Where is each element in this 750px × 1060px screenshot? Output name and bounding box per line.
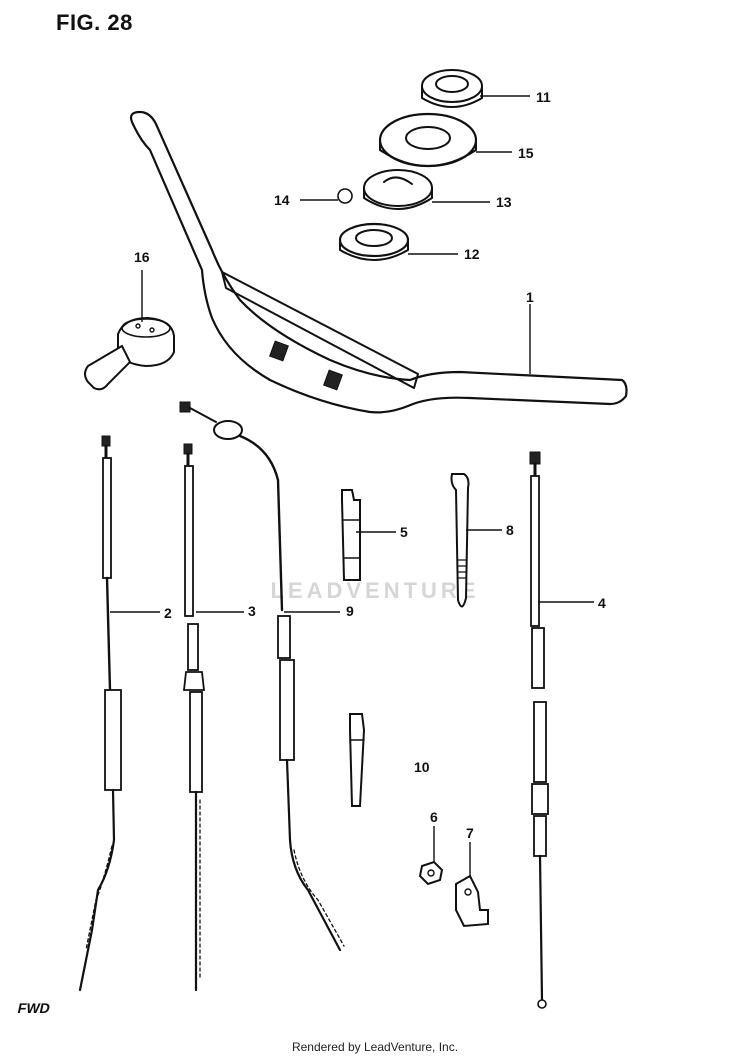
part-label-5: 5: [400, 524, 408, 540]
part-label-10: 10: [414, 759, 430, 775]
part-label-16: 16: [134, 249, 150, 265]
part-label-13: 13: [496, 194, 512, 210]
cable-2[interactable]: [78, 435, 122, 992]
cable-3[interactable]: [182, 443, 206, 992]
part-label-15: 15: [518, 145, 534, 161]
part-label-7: 7: [466, 825, 474, 841]
figure-title: FIG. 28: [56, 10, 133, 35]
clamp-10[interactable]: [349, 713, 366, 807]
race-12[interactable]: [338, 222, 410, 261]
nut-6[interactable]: [418, 860, 444, 886]
ball-14[interactable]: [337, 188, 353, 204]
part-label-14: 14: [274, 192, 290, 208]
part-label-12: 12: [464, 246, 480, 262]
bracket-7[interactable]: [455, 874, 489, 928]
part-label-1: 1: [526, 289, 534, 305]
ring-13[interactable]: [363, 169, 433, 210]
nut-11[interactable]: [421, 69, 483, 108]
part-label-11: 11: [536, 89, 551, 105]
rod-8[interactable]: [450, 473, 470, 608]
throttle-grip-16[interactable]: [84, 316, 175, 391]
washer-15[interactable]: [378, 112, 478, 168]
adjuster-5[interactable]: [341, 489, 361, 581]
cable-9[interactable]: [179, 401, 345, 952]
part-label-8: 8: [506, 522, 514, 538]
footer-credit: Rendered by LeadVenture, Inc.: [291, 1040, 459, 1054]
front-direction-mark: FWD: [16, 1000, 52, 1016]
part-label-3: 3: [248, 603, 256, 619]
part-label-4: 4: [598, 595, 606, 611]
part-label-2: 2: [164, 605, 172, 621]
watermark-text: LEADVENTURE: [270, 578, 480, 603]
handlebar[interactable]: [129, 110, 628, 414]
cable-4[interactable]: [529, 451, 549, 1009]
part-label-9: 9: [346, 603, 354, 619]
leader-lines: [110, 95, 594, 878]
part-label-6: 6: [430, 809, 438, 825]
